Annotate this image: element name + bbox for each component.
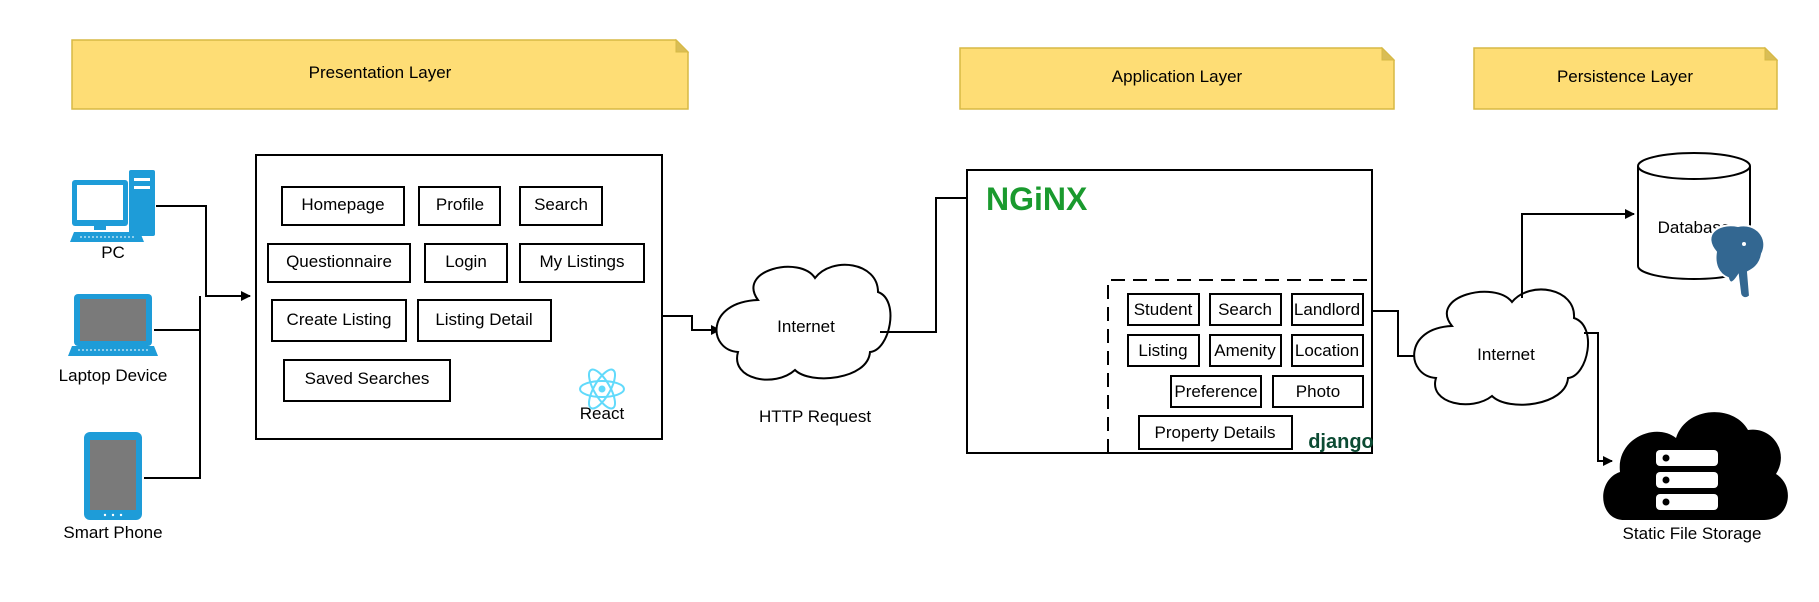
smartphone-icon <box>84 432 142 520</box>
persistence-layer-label: Persistence Layer <box>1557 67 1693 86</box>
page-label: Saved Searches <box>305 369 430 388</box>
model-label: Amenity <box>1214 341 1276 360</box>
page-login: Login <box>424 243 508 283</box>
internet-left-label: Internet <box>777 317 835 336</box>
http-request-label: HTTP Request <box>759 407 871 426</box>
model-photo: Photo <box>1272 375 1364 408</box>
internet-cloud-left <box>715 263 892 381</box>
page-listing-detail: Listing Detail <box>417 299 552 342</box>
page-label: My Listings <box>539 252 624 271</box>
pc-connector <box>156 205 251 301</box>
model-search: Search <box>1209 293 1282 326</box>
internet-to-nginx-connector <box>880 193 988 333</box>
model-label: Location <box>1295 341 1359 360</box>
smartphone-label: Smart Phone <box>63 523 162 542</box>
internet-to-storage-connector <box>1584 332 1613 466</box>
page-create-listing: Create Listing <box>271 299 407 342</box>
laptop-icon <box>68 294 158 356</box>
frontend-to-internet-connector <box>662 315 721 335</box>
django-app-boundary <box>1107 279 1372 453</box>
nginx-logo: NGiNX <box>986 181 1088 217</box>
internet-right-label: Internet <box>1477 345 1535 364</box>
page-profile: Profile <box>418 186 501 226</box>
page-homepage: Homepage <box>281 186 405 226</box>
static-storage-label: Static File Storage <box>1623 524 1762 543</box>
persistence-layer-note: Persistence Layer <box>1473 46 1779 110</box>
internet-cloud-right <box>1413 288 1590 406</box>
model-label: Property Details <box>1155 423 1276 442</box>
model-label: Listing <box>1138 341 1187 360</box>
model-label: Photo <box>1296 382 1340 401</box>
laptop-connector <box>154 296 201 331</box>
page-saved-searches: Saved Searches <box>283 359 451 402</box>
page-search: Search <box>519 186 603 226</box>
model-property-details: Property Details <box>1138 415 1293 450</box>
presentation-layer-note: Presentation Layer <box>71 38 690 110</box>
model-student: Student <box>1127 293 1200 326</box>
page-label: Profile <box>436 195 484 214</box>
postgresql-elephant-icon <box>1709 224 1766 300</box>
django-logo: django <box>1308 431 1374 453</box>
laptop-label: Laptop Device <box>59 366 168 385</box>
page-my-listings: My Listings <box>519 243 645 283</box>
smartphone-connector <box>144 330 201 479</box>
model-label: Search <box>1218 300 1272 319</box>
page-label: Homepage <box>301 195 384 214</box>
model-listing: Listing <box>1127 334 1200 367</box>
page-label: Create Listing <box>287 310 392 329</box>
model-label: Student <box>1134 300 1193 319</box>
page-label: Search <box>534 195 588 214</box>
model-location: Location <box>1291 334 1364 367</box>
model-label: Landlord <box>1294 300 1360 319</box>
page-label: Questionnaire <box>286 252 392 271</box>
page-label: Listing Detail <box>435 310 532 329</box>
static-storage-cloud-icon <box>1603 412 1788 520</box>
model-label: Preference <box>1174 382 1257 401</box>
presentation-layer-label: Presentation Layer <box>309 63 452 82</box>
react-label: React <box>580 404 625 423</box>
model-landlord: Landlord <box>1291 293 1364 326</box>
react-logo-icon <box>579 368 625 410</box>
model-amenity: Amenity <box>1209 334 1282 367</box>
model-preference: Preference <box>1170 375 1262 408</box>
application-layer-note: Application Layer <box>959 46 1396 110</box>
page-label: Login <box>445 252 487 271</box>
page-questionnaire: Questionnaire <box>267 243 411 283</box>
application-layer-label: Application Layer <box>1112 67 1243 86</box>
pc-icon <box>70 170 155 242</box>
django-to-internet-connector <box>1372 310 1428 357</box>
internet-to-database-connector <box>1521 209 1635 298</box>
pc-label: PC <box>101 243 125 262</box>
